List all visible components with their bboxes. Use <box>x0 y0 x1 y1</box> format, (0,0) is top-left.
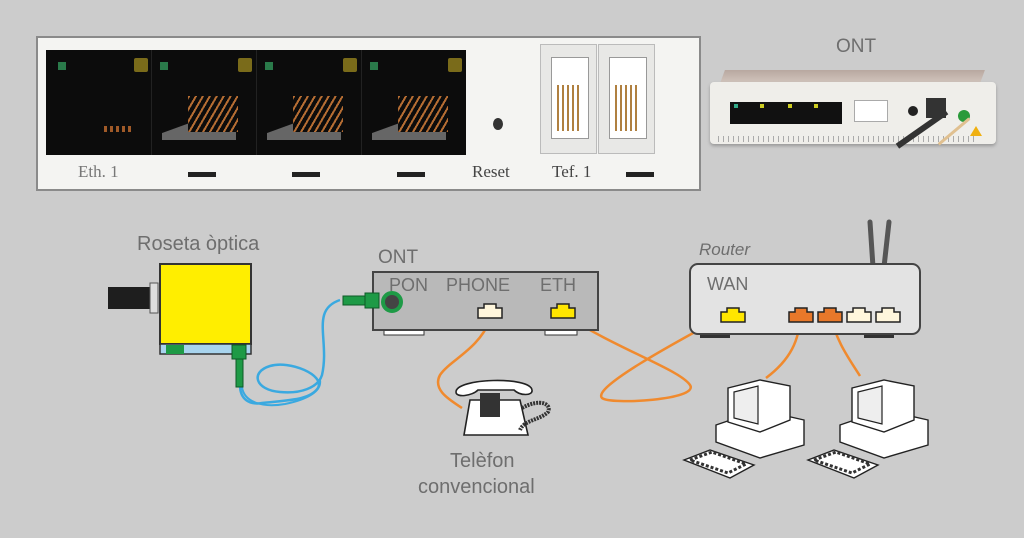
pon-port <box>381 291 403 313</box>
rosette-box <box>159 263 252 345</box>
port-dash <box>292 172 320 177</box>
eth-port <box>151 50 256 155</box>
fiber-connector-boot <box>364 292 380 309</box>
eth-port <box>361 50 467 155</box>
phone-port <box>477 303 503 319</box>
lan-port <box>875 307 901 323</box>
port-dash <box>188 172 216 177</box>
fiber-cable <box>238 298 341 405</box>
phone-cable <box>436 319 492 410</box>
phone-label-line1: Telèfon <box>450 450 515 472</box>
ont-port-phone-label: PHONE <box>446 275 511 295</box>
eth-port <box>46 50 150 155</box>
router-antenna <box>867 219 876 270</box>
fiber-connector <box>342 295 368 306</box>
ont-label: ONT <box>378 247 419 268</box>
telephone-icon <box>455 379 551 436</box>
port-dash <box>397 172 425 177</box>
router-label: Router <box>699 240 751 259</box>
ont-box <box>372 271 599 331</box>
tel-port <box>540 44 597 154</box>
reset-hole-icon <box>493 118 503 130</box>
fiber-connector-boot <box>235 358 244 388</box>
rosette-foot <box>166 345 184 354</box>
ont-photo-title: ONT <box>836 36 877 57</box>
lan-port <box>788 307 814 323</box>
wan-port <box>720 307 746 323</box>
lan-port <box>817 307 843 323</box>
ethernet-cable-ont-router <box>565 310 733 403</box>
eth-ports-block <box>46 50 466 155</box>
fiber-cable <box>241 379 322 407</box>
eth1-label: Eth. 1 <box>78 162 119 181</box>
router-wan-label: WAN <box>707 274 749 294</box>
rosette-cable-stub <box>108 287 154 309</box>
tef1-label: Tef. 1 <box>552 162 592 181</box>
ont-panel-closeup-photo: Eth. 1 Reset Tef. 1 <box>36 36 701 191</box>
phone-label-line2: convencional <box>418 476 535 498</box>
computer-icon <box>806 379 929 479</box>
tel-port <box>598 44 655 154</box>
ont-port-pon-label: PON <box>389 275 429 295</box>
rosette-label: Roseta òptica <box>137 233 260 255</box>
rosette-flange <box>149 282 159 314</box>
eth-port <box>550 303 576 319</box>
ont-port-eth-label: ETH <box>540 275 576 295</box>
router-antenna <box>881 219 892 270</box>
reset-label: Reset <box>472 162 510 181</box>
ont-device-photo <box>708 70 998 152</box>
port-dash <box>626 172 654 177</box>
lan-port <box>846 307 872 323</box>
rosette-base <box>159 343 252 355</box>
fiber-connector <box>231 344 247 360</box>
computer-icon <box>682 379 805 479</box>
eth-port <box>256 50 361 155</box>
